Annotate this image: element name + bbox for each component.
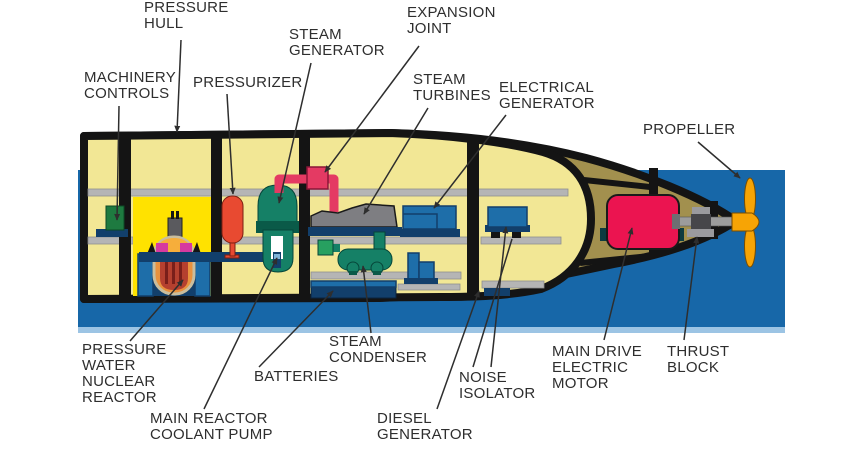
label-propeller: PROPELLER (643, 121, 736, 138)
label-thrust-block: THRUST BLOCK (667, 343, 730, 376)
leader-steam-condenser (360, 265, 372, 334)
propeller (731, 177, 760, 268)
propulsion-shaft (672, 207, 739, 237)
leader-noise-isolator-a (472, 238, 513, 368)
noise-isolator (491, 231, 500, 238)
pressurizer (221, 195, 244, 257)
label-steam-generator: STEAM GENERATOR (289, 26, 385, 59)
steam-generator (256, 184, 299, 273)
label-batteries: BATTERIES (254, 368, 339, 385)
noise-isolator (512, 231, 521, 238)
label-pressure-water-nuclear-reactor: PRESSURE WATER NUCLEAR REACTOR (82, 341, 167, 406)
leader-electrical-generator (433, 114, 507, 209)
leader-pressurizer (226, 93, 236, 195)
leader-main-drive-motor (603, 227, 634, 341)
leader-coolant-pump (203, 257, 278, 410)
label-noise-isolator: NOISE ISOLATOR (459, 369, 536, 402)
leader-reactor (129, 279, 184, 342)
thrust-block (692, 207, 710, 215)
leader-noise-isolator-b (490, 226, 509, 368)
control-rod-drive (167, 217, 183, 239)
leader-diesel-generator (436, 290, 480, 410)
leader-machinery-controls (114, 105, 121, 221)
label-diesel-generator: DIESEL GENERATOR (377, 410, 473, 443)
electrical-generator (400, 205, 460, 237)
leader-pressure-hull (174, 39, 182, 133)
label-electrical-generator: ELECTRICAL GENERATOR (499, 79, 595, 112)
main-drive-electric-motor (600, 194, 684, 250)
leader-steam-generator (277, 62, 312, 204)
leader-expansion-joint (324, 45, 420, 173)
leader-thrust-block (683, 236, 700, 341)
label-pressure-hull: PRESSURE HULL (144, 0, 229, 32)
label-expansion-joint: EXPANSION JOINT (407, 4, 496, 37)
steam-condenser (317, 231, 393, 275)
leader-steam-turbines (363, 107, 429, 215)
leader-propeller (697, 141, 741, 179)
label-main-reactor-coolant-pump: MAIN REACTOR COOLANT PUMP (150, 410, 273, 443)
label-steam-turbines: STEAM TURBINES (413, 71, 491, 104)
leader-batteries (258, 290, 334, 368)
leader-lines (114, 39, 741, 410)
steam-turbines (308, 203, 402, 236)
label-main-drive-electric-motor: MAIN DRIVE ELECTRIC MOTOR (552, 343, 643, 392)
label-pressurizer: PRESSURIZER (193, 74, 303, 91)
label-steam-condenser: STEAM CONDENSER (329, 333, 428, 366)
expansion-joint (306, 166, 329, 190)
main-steam-pipe (274, 166, 339, 212)
diesel-generator (404, 252, 510, 296)
batteries (310, 280, 397, 299)
label-machinery-controls: MACHINERY CONTROLS (84, 69, 176, 102)
